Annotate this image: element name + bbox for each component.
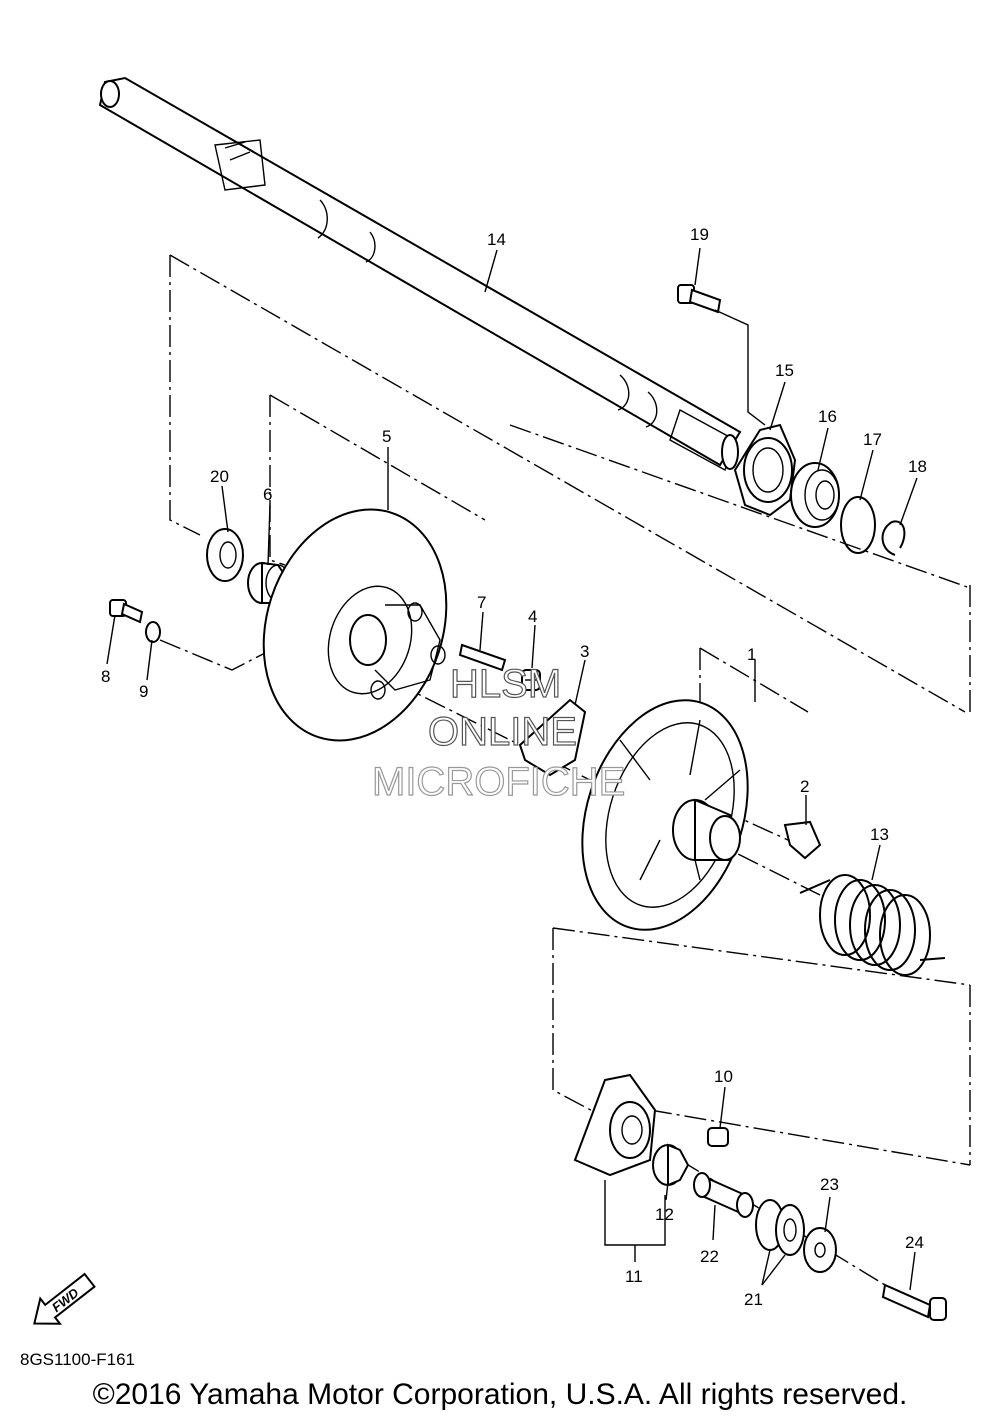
diagram-code: 8GS1100-F161 (20, 1350, 135, 1369)
nut-part-10 (707, 1127, 729, 1147)
callout-24: 24 (905, 1233, 924, 1252)
callout-2: 2 (800, 777, 809, 796)
leader-lines (106, 247, 918, 1291)
nut-part-4 (521, 669, 541, 691)
plate-part-3 (518, 698, 587, 777)
watermark-line-3: MICROFICHE (372, 760, 625, 804)
copyright-notice: ©2016 Yamaha Motor Corporation, U.S.A. A… (92, 1378, 908, 1411)
callout-17: 17 (863, 430, 882, 449)
washer-part-20 (206, 528, 244, 582)
callout-11: 11 (625, 1267, 643, 1286)
bearing-part-16 (790, 462, 840, 528)
callout-9: 9 (139, 682, 148, 701)
spring-part-13 (799, 874, 946, 976)
watermark-line-2: ONLINE (428, 710, 577, 754)
callout-10: 10 (714, 1067, 733, 1086)
callout-18: 18 (908, 457, 927, 476)
washer-part-9 (145, 621, 161, 643)
callout-1: 1 (747, 645, 756, 664)
circlip-part-18 (881, 520, 906, 556)
assembly-outline-bolt (159, 634, 301, 671)
assembly-outline-cam (552, 928, 601, 1116)
bolt-part-8 (109, 599, 144, 624)
callout-6: 6 (263, 485, 272, 504)
watermark-line-1: HLSM (450, 662, 561, 706)
sleeve-part-22 (693, 1172, 754, 1218)
callout-13: 13 (870, 825, 889, 844)
callout-14: 14 (487, 230, 506, 249)
callout-5: 5 (382, 427, 391, 446)
callout-15: 15 (775, 361, 794, 380)
assembly-outline-sheave (269, 395, 286, 566)
callout-23: 23 (820, 1175, 839, 1194)
assembly-outline-cam-bottom (649, 1109, 971, 1166)
callout-8: 8 (101, 667, 110, 686)
callout-7: 7 (477, 593, 486, 612)
assembly-outline-cam-top (552, 927, 971, 986)
callout-21: 21 (744, 1290, 763, 1309)
slider-part-2 (783, 820, 822, 860)
callout-19: 19 (690, 225, 709, 244)
bolt-part-19 (677, 284, 766, 426)
assembly-outline-sheave-top (269, 394, 486, 521)
callout-16: 16 (818, 407, 837, 426)
assembly-outline-shaft-top (169, 254, 966, 713)
assembly-outline-secondary-top (699, 647, 809, 713)
snap-ring-part-17 (840, 496, 876, 554)
bushing-part-12 (652, 1143, 690, 1187)
stud-part-7 (458, 643, 507, 672)
callout-3: 3 (580, 642, 589, 661)
callout-20: 20 (210, 467, 229, 486)
sheave-part-5 (262, 508, 448, 742)
sheave-part-1 (581, 699, 749, 931)
washer-part-23 (803, 1227, 837, 1273)
callout-4: 4 (528, 607, 537, 626)
callout-12: 12 (655, 1205, 674, 1224)
roller-part-21 (755, 1199, 805, 1256)
assembly-outline-shaft (169, 255, 201, 536)
shaft-part-14 (98, 76, 742, 472)
assembly-outline-shaft-bottom (509, 424, 971, 589)
cam-part-11 (573, 1073, 657, 1177)
fwd-arrow-icon: FWD (33, 1272, 96, 1325)
bolt-part-24 (881, 1283, 947, 1321)
callout-22: 22 (700, 1247, 719, 1266)
bearing-housing-part-15 (733, 423, 797, 517)
